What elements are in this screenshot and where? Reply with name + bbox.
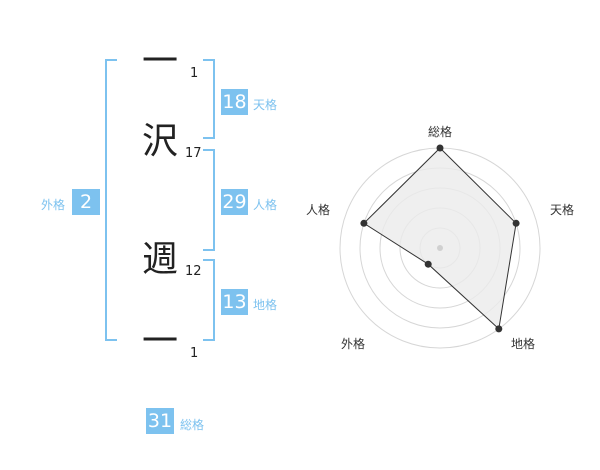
chikaku-value: 13 [221, 289, 248, 315]
radar-point-jinkaku [360, 219, 368, 227]
radar-point-tenkaku [512, 219, 520, 227]
chikaku-bracket [203, 259, 215, 341]
soukaku-label: 総格 [180, 418, 205, 432]
name-char-2: 沢 [142, 121, 179, 162]
name-char-3: 週 [142, 239, 179, 280]
chikaku-label: 地格 [253, 298, 278, 312]
radar-point-soukaku [436, 144, 444, 152]
soukaku-value: 31 [146, 408, 174, 434]
gaikaku-bracket [105, 59, 117, 341]
radar-polygon [363, 147, 517, 330]
radar-points [360, 144, 520, 333]
tenkaku-value: 18 [221, 89, 248, 115]
name-char-4: 一 [142, 321, 179, 362]
radar-label-gaikaku: 外格 [341, 337, 366, 351]
gaikaku-label: 外格 [41, 198, 66, 212]
radar-label-jinkaku: 人格 [306, 203, 331, 217]
stroke-count-2: 17 [185, 146, 202, 161]
radar-label-chikaku: 地格 [511, 337, 536, 351]
stroke-count-4: 1 [190, 346, 199, 361]
tenkaku-label: 天格 [253, 98, 278, 112]
stroke-count-3: 12 [185, 264, 202, 279]
gaikaku-value: 2 [72, 189, 100, 215]
stroke-count-1: 1 [190, 66, 199, 81]
jinkaku-bracket [203, 149, 215, 251]
radar-label-tenkaku: 天格 [550, 203, 575, 217]
jinkaku-value: 29 [221, 189, 248, 215]
radar-point-chikaku [495, 325, 503, 333]
radar-point-gaikaku [424, 260, 432, 268]
jinkaku-label: 人格 [253, 198, 278, 212]
radar-label-soukaku: 総格 [428, 125, 453, 139]
tenkaku-bracket [203, 59, 215, 139]
name-char-1: 一 [142, 41, 179, 82]
radar-center-dot [437, 245, 443, 251]
